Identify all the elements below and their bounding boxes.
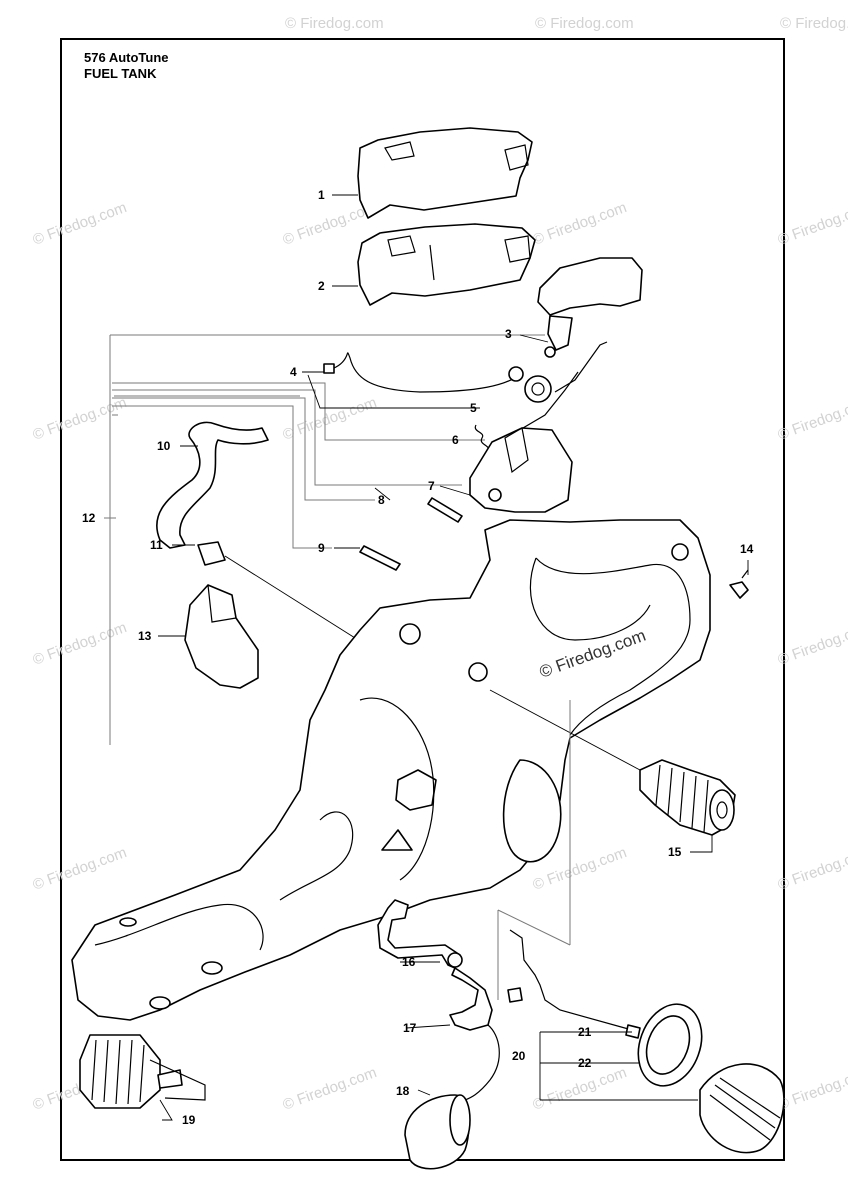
title-block: 576 AutoTune FUEL TANK [84, 50, 169, 82]
watermark-text: © Firedog.com [31, 844, 129, 894]
callout-2: 2 [318, 279, 325, 293]
watermark-text: © Firedog.com [31, 619, 129, 669]
callout-22: 22 [578, 1056, 592, 1070]
model-title: 576 AutoTune [84, 50, 169, 65]
watermark-text: © Firedog.com [776, 844, 848, 894]
watermark-text: © Firedog.com [776, 619, 848, 669]
watermark-text: © Firedog.com [776, 199, 848, 249]
part-3-trigger [537, 257, 643, 351]
callout-8: 8 [378, 493, 385, 507]
watermark-text: © Firedog.com [531, 1064, 629, 1114]
watermark-text: © Firedog.com [285, 15, 384, 32]
callout-21: 21 [578, 1025, 592, 1039]
part-2-cover [357, 223, 536, 306]
leader-lines [158, 194, 749, 1121]
callout-20: 20 [512, 1049, 526, 1063]
watermark-text: © Firedog.com [780, 15, 848, 32]
callout-4: 4 [290, 365, 297, 379]
watermark-text: © Firedog.com [531, 199, 629, 249]
watermark-text: © Firedog.com [281, 394, 379, 444]
callout-13: 13 [138, 629, 152, 643]
part-1-cover [357, 127, 533, 219]
fuel-tank-body [71, 519, 711, 1021]
part-10-hose [156, 421, 269, 549]
watermark-text: © Firedog.com [31, 199, 129, 249]
assembly-12-bracket [104, 334, 545, 745]
callout-9: 9 [318, 541, 325, 555]
callout-18: 18 [396, 1084, 410, 1098]
callout-17: 17 [403, 1021, 417, 1035]
part-14-screw [729, 569, 749, 599]
watermark-text: © Firedog.com [776, 394, 848, 444]
callout-15: 15 [668, 845, 682, 859]
watermark-text: © Firedog.com [535, 15, 634, 32]
part-11-fitting [197, 541, 391, 661]
callout-3: 3 [505, 327, 512, 341]
parts-20-21-22-fuel-cap [497, 700, 785, 1154]
watermark-text: © Firedog.com [281, 1064, 379, 1114]
callout-7: 7 [428, 479, 435, 493]
callout-12: 12 [82, 511, 96, 525]
watermark-text: © Firedog.com [776, 1064, 848, 1114]
callout-16: 16 [402, 955, 416, 969]
part-16-17-18-fuel-pickup [377, 899, 500, 1170]
section-title: FUEL TANK [84, 66, 157, 81]
callout-6: 6 [452, 433, 459, 447]
callout-19: 19 [182, 1113, 196, 1127]
callout-10: 10 [157, 439, 171, 453]
callout-1: 1 [318, 188, 325, 202]
pins-8-9 [359, 497, 463, 571]
part-4-5-cable [323, 341, 608, 403]
callout-labels: 1 2 3 4 5 6 7 8 9 10 11 12 13 14 15 16 1… [82, 188, 754, 1127]
part-19-buffer [79, 1034, 206, 1109]
callout-14: 14 [740, 542, 754, 556]
part-13-flap [184, 584, 259, 689]
part-15-av-spring [489, 689, 736, 836]
callout-5: 5 [470, 401, 477, 415]
part-7-lockout [469, 427, 573, 513]
callout-11: 11 [150, 538, 163, 552]
watermark-text: © Firedog.com [31, 394, 129, 444]
